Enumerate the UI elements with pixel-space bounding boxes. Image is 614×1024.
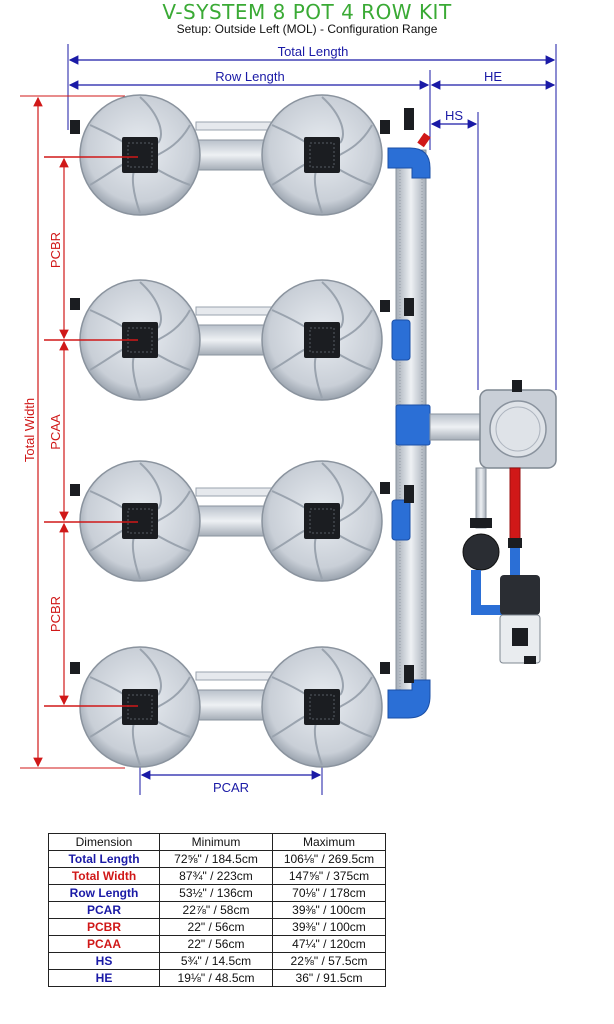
row-name: HS [48,952,160,970]
pot-1-2 [261,94,383,216]
row-min: 72⅝" / 184.5cm [159,850,273,868]
row-min: 22" / 56cm [159,935,273,953]
row-max: 39⅜" / 100cm [272,901,386,919]
table-row: Total Length 72⅝" / 184.5cm 106⅛" / 269.… [48,850,386,868]
row-1 [79,94,383,216]
manifold-valves [70,108,414,683]
page-subtitle: Setup: Outside Left (MOL) - Configuratio… [176,22,438,36]
row-name: Total Width [48,867,160,885]
row-min: 87¾" / 223cm [159,867,273,885]
pcar-label: PCAR [213,780,249,795]
dimension-table: Dimension Minimum Maximum Total Length 7… [48,833,386,987]
row-max: 70⅛" / 178cm [272,884,386,902]
row-length-label: Row Length [215,69,284,84]
row-max: 22⅝" / 57.5cm [272,952,386,970]
pot-leader-lines [44,156,138,707]
row-max: 106⅛" / 269.5cm [272,850,386,868]
table-row: Total Width 87¾" / 223cm 147⅝" / 375cm [48,867,386,885]
hs-dimension: HS [430,108,479,390]
row-min: 22" / 56cm [159,918,273,936]
pot-3-2 [261,460,383,582]
row-name: Total Length [48,850,160,868]
system-diagram: Total Length Row Length HE HS Total Widt… [20,44,557,795]
row-min: 22⅞" / 58cm [159,901,273,919]
pot-2-2 [261,279,383,401]
table-header-row: Dimension Minimum Maximum [48,833,386,851]
row-max: 36" / 91.5cm [272,969,386,987]
row-max: 147⅝" / 375cm [272,867,386,885]
row-min: 53½" / 136cm [159,884,273,902]
total-length-label: Total Length [278,44,349,59]
row-2 [79,279,383,401]
header-dimension: Dimension [48,833,160,851]
row-name: PCAR [48,901,160,919]
row-min: 5¾" / 14.5cm [159,952,273,970]
row-name: HE [48,969,160,987]
table-row: PCAR 22⅞" / 58cm 39⅜" / 100cm [48,901,386,919]
pcbr-label-bottom: PCBR [48,596,63,632]
header-maximum: Maximum [272,833,386,851]
pot-4-1 [79,646,201,768]
table-row: Row Length 53½" / 136cm 70⅛" / 178cm [48,884,386,902]
he-label: HE [484,69,502,84]
table-row: HE 19⅛" / 48.5cm 36" / 91.5cm [48,969,386,987]
row-max: 39⅜" / 100cm [272,918,386,936]
row-name: Row Length [48,884,160,902]
row-3 [79,460,383,582]
total-width-label: Total Width [22,398,37,462]
row-length-dimension: Row Length HE [68,69,556,150]
pot-4-2 [261,646,383,768]
pot-spacing-dimensions: PCBR PCAA PCBR [44,156,138,707]
pcaa-label: PCAA [48,414,63,450]
row-min: 19⅛" / 48.5cm [159,969,273,987]
row-name: PCBR [48,918,160,936]
manifold-fittings [387,147,431,719]
table-row: PCAA 22" / 56cm 47¼" / 120cm [48,935,386,953]
pump-assembly [462,467,541,664]
header-minimum: Minimum [159,833,273,851]
pot-3-1 [79,460,201,582]
page-title: V-SYSTEM 8 POT 4 ROW KIT [162,0,452,24]
table-row: PCBR 22" / 56cm 39⅜" / 100cm [48,918,386,936]
total-width-dimension: Total Width [20,95,125,769]
hs-label: HS [445,108,463,123]
controller-tank [479,380,557,469]
pot-1-1 [79,94,201,216]
row-max: 47¼" / 120cm [272,935,386,953]
pcbr-label-top: PCBR [48,232,63,268]
row-4 [79,646,383,768]
row-name: PCAA [48,935,160,953]
total-length-dimension: Total Length [67,44,557,390]
table-row: HS 5¾" / 14.5cm 22⅝" / 57.5cm [48,952,386,970]
